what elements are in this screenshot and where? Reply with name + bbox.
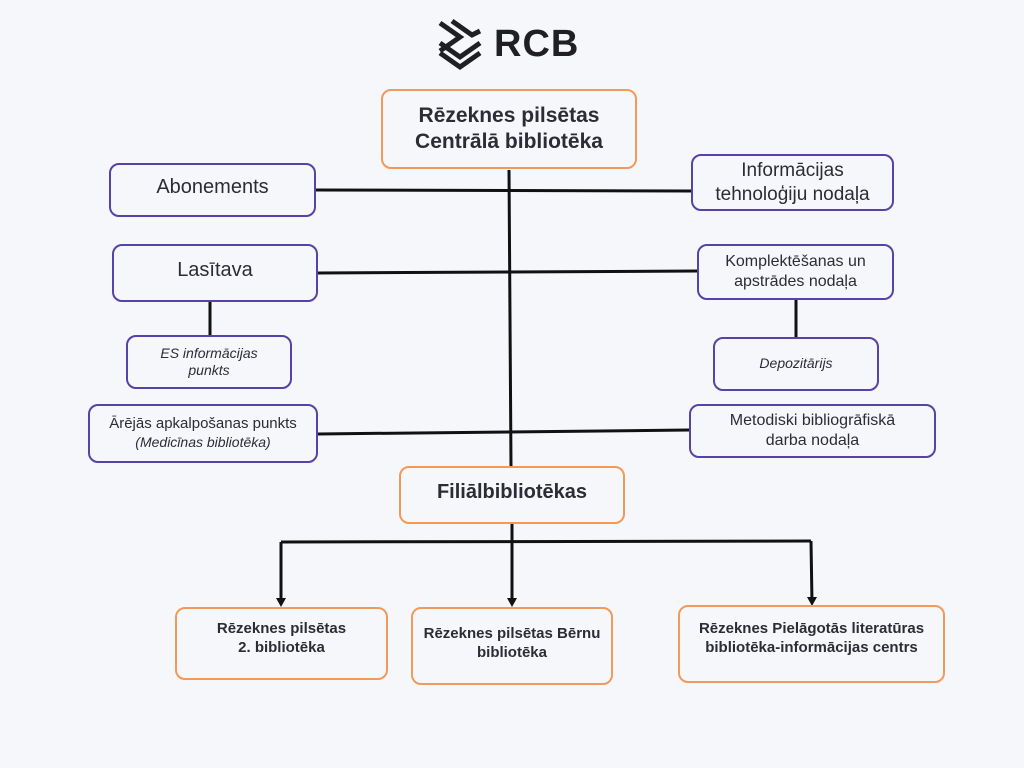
node-branch-library-2: Rēzeknes pilsētas 2. bibliotēka [175, 607, 388, 680]
root-line1: Rēzeknes pilsētas [418, 103, 600, 127]
branch3-line2: bibliotēka-informācijas centrs [705, 639, 918, 656]
connector-lasitava-komplekt [317, 269, 698, 275]
connector-branch-bar [280, 539, 812, 544]
node-branch-adapted-literature: Rēzeknes Pielāgotās literatūras bibliotē… [678, 605, 945, 683]
root-line2: Centrālā bibliotēka [415, 130, 603, 153]
node-es-info-point: ES informācijas punkts [126, 335, 292, 389]
logo-text: RCB [494, 22, 580, 65]
es-info-line1: ES informācijas [160, 344, 258, 361]
depozitarijs-label: Depozitārijs [759, 355, 833, 372]
metodiski-line2: darba nodaļa [765, 432, 860, 449]
komplekt-line1: Komplektēšanas un [725, 253, 866, 270]
branch2-line1: Rēzeknes pilsētas Bērnu [423, 625, 601, 643]
node-it-department: Informācijas tehnoloģiju nodaļa [691, 154, 894, 211]
branch1-line2: 2. bibliotēka [238, 638, 325, 656]
node-external-service-point: Ārējās apkalpošanas punkts (Medicīnas bi… [88, 404, 318, 463]
es-info-line2: punkts [188, 362, 230, 378]
stacked-chevrons-logo-icon [438, 18, 482, 71]
node-methodology-department: Metodiski bibliogrāfiskā darba nodaļa [689, 404, 936, 458]
node-acquisition-department: Komplektēšanas un apstrādes nodaļa [697, 244, 894, 300]
metodiski-line1: Metodiski bibliogrāfiskā [729, 412, 896, 429]
areja-line1: Ārējās apkalpošanas punkts [109, 415, 297, 433]
node-abonements: Abonements [109, 163, 316, 217]
connector-areja-metodiski [317, 428, 690, 436]
trunk-line [507, 169, 513, 467]
node-depository: Depozitārijs [713, 337, 879, 391]
node-branch-children-library: Rēzeknes pilsētas Bērnu bibliotēka [411, 607, 613, 685]
node-branch-libraries: Filiālbibliotēkas [399, 466, 625, 524]
connector-branch-3 [809, 540, 814, 604]
branch3-line1: Rēzeknes Pielāgotās literatūras [698, 620, 925, 638]
abonements-label: Abonements [156, 175, 269, 198]
branch2-line2: bibliotēka [476, 644, 547, 661]
it-line1: Informācijas [741, 159, 844, 181]
node-lasitava: Lasītava [112, 244, 318, 302]
areja-line2: (Medicīnas bibliotēka) [135, 434, 271, 451]
rcb-logo: RCB [436, 14, 579, 74]
root-node-central-library: Rēzeknes pilsētas Centrālā bibliotēka [381, 89, 637, 169]
branch1-line1: Rēzeknes pilsētas [216, 619, 347, 637]
lasitava-label: Lasītava [177, 258, 253, 281]
komplekt-line2: apstrādes nodaļa [734, 273, 857, 290]
connector-abonements-it [315, 188, 692, 193]
filial-label: Filiālbibliotēkas [436, 480, 588, 503]
it-line2: tehnoloģiju nodaļa [715, 183, 870, 205]
